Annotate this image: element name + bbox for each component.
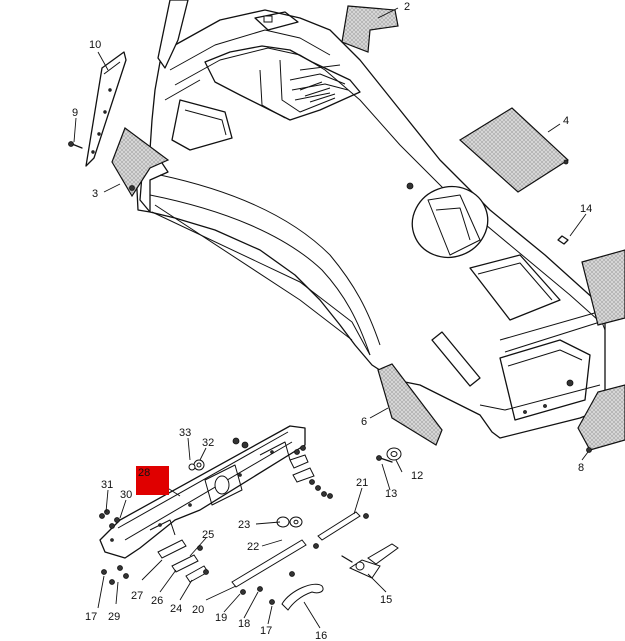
callout-33: 33 bbox=[179, 427, 191, 439]
callout-10: 10 bbox=[89, 39, 101, 51]
grille-panel-side bbox=[581, 249, 625, 326]
callout-15: 15 bbox=[380, 594, 392, 606]
callout-14: 14 bbox=[580, 203, 592, 215]
callout-13: 13 bbox=[385, 488, 397, 500]
callout-17-left: 17 bbox=[85, 611, 97, 623]
leader-lines bbox=[73, 7, 589, 629]
seal-strip-10 bbox=[68, 51, 592, 453]
highlighted-callout-box[interactable] bbox=[136, 466, 169, 495]
latch-hardware bbox=[157, 445, 402, 611]
callout-20: 20 bbox=[192, 604, 204, 616]
callout-30: 30 bbox=[120, 489, 132, 501]
callout-2: 2 bbox=[404, 1, 410, 13]
callout-12: 12 bbox=[411, 470, 423, 482]
callout-21: 21 bbox=[356, 477, 368, 489]
callout-32: 32 bbox=[202, 437, 214, 449]
callout-22: 22 bbox=[247, 541, 259, 553]
hood-body bbox=[135, 9, 606, 439]
grille-panel-3 bbox=[111, 127, 170, 198]
callout-8: 8 bbox=[578, 462, 584, 474]
callout-26: 26 bbox=[151, 595, 163, 607]
callout-4: 4 bbox=[563, 115, 569, 127]
callout-18: 18 bbox=[238, 618, 250, 630]
callout-25: 25 bbox=[202, 529, 214, 541]
callout-19: 19 bbox=[215, 612, 227, 624]
callout-9: 9 bbox=[72, 107, 78, 119]
callout-17-right: 17 bbox=[260, 625, 272, 637]
callout-28[interactable]: 28 bbox=[138, 467, 151, 479]
grille-panel-4 bbox=[459, 107, 569, 193]
callout-labels: 2 4 10 9 3 14 6 12 13 8 33 32 31 30 21 2… bbox=[72, 1, 592, 641]
trim-strip-top bbox=[157, 0, 189, 69]
grille-panel-2 bbox=[341, 5, 399, 53]
callout-29: 29 bbox=[108, 611, 120, 623]
callout-16: 16 bbox=[315, 630, 327, 641]
callout-27: 27 bbox=[131, 590, 143, 602]
callout-23: 23 bbox=[238, 519, 250, 531]
bracket-assembly bbox=[99, 425, 306, 585]
callout-3: 3 bbox=[92, 188, 98, 200]
grille-panel-6 bbox=[377, 363, 443, 446]
callout-31: 31 bbox=[101, 479, 113, 491]
callout-6: 6 bbox=[361, 416, 367, 428]
callout-24: 24 bbox=[170, 603, 182, 615]
grille-panel-8 bbox=[577, 384, 625, 451]
mesh-panels bbox=[111, 0, 625, 451]
